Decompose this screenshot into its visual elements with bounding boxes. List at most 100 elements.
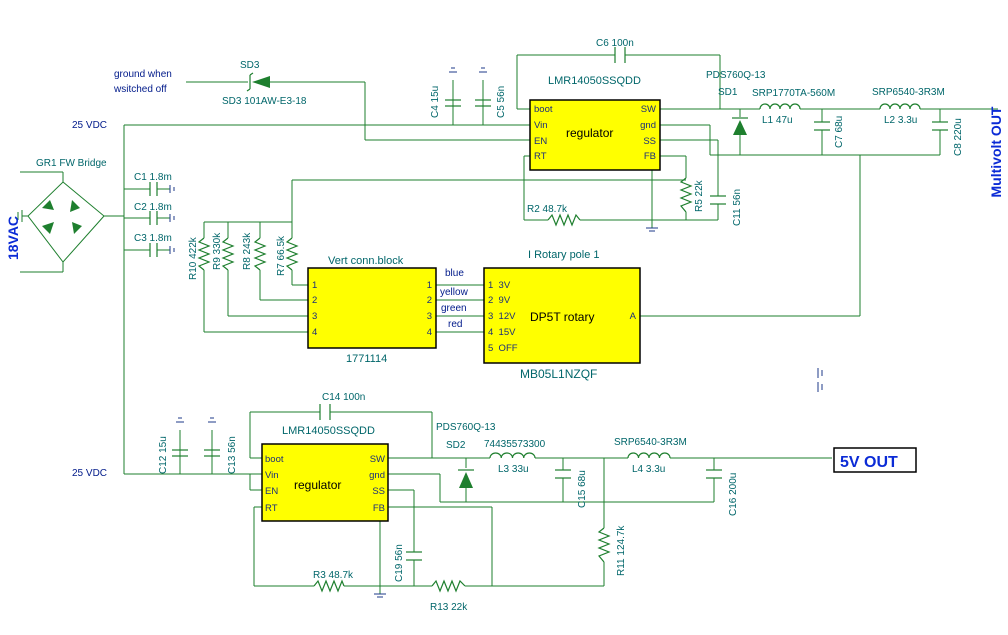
sd3-part-label: SD3 101AW-E3-18: [222, 96, 307, 107]
five-volt-out-label: 5V OUT: [840, 454, 898, 471]
l1-label: L1 47u: [762, 115, 793, 126]
reg-top-part-label: LMR14050SSQDD: [548, 75, 641, 87]
connector-part: 1771114: [346, 353, 387, 365]
c13-label: C13 56n: [227, 436, 238, 474]
wire-green-label: green: [441, 303, 467, 314]
sd3-ref-label: SD3: [240, 60, 260, 71]
reg-top-pin-rt: RT: [534, 151, 547, 162]
r13-label: R13 22k: [430, 602, 468, 613]
reg-top-pin-sw: SW: [641, 104, 656, 115]
reg-top-pin-gnd: gnd: [640, 120, 656, 131]
bridge-rectifier: [17, 181, 105, 263]
reg-bottom-pin-fb: FB: [373, 503, 385, 514]
c5-label: C5 56n: [496, 86, 507, 118]
multivolt-out-label: Multivolt OUT: [988, 106, 1004, 197]
reg-bottom-pin-en: EN: [265, 486, 278, 497]
rotary-pos-3: 3 12V: [488, 311, 516, 322]
ac-input-label: 18VAC: [5, 216, 21, 260]
rotary-switch: [483, 267, 641, 364]
sd1-part-label: PDS760Q-13: [706, 70, 766, 81]
resistor-symbols: [197, 177, 693, 593]
reg-bottom-pin-gnd: gnd: [369, 470, 385, 481]
rotary-pos-5: 5 OFF: [488, 343, 518, 354]
connector-left-pin-2: 2: [312, 295, 317, 306]
connector-right-pin-2: 2: [427, 295, 432, 306]
l2-part-label: SRP6540-3R3M: [872, 87, 945, 98]
r7-label: R7 66.5k: [276, 235, 287, 276]
reg-bottom-pin-ss: SS: [372, 486, 385, 497]
vdc-top-label: 25 VDC: [72, 120, 107, 131]
c11-label: C11 56n: [732, 189, 743, 226]
rotary-pos-4: 4 15V: [488, 327, 516, 338]
c7-label: C7 68u: [834, 116, 845, 148]
bridge-label: GR1 FW Bridge: [36, 158, 107, 169]
diode-symbols: [246, 72, 748, 488]
rotary-common-pin: A: [630, 311, 637, 322]
c2-label: C2 1.8m: [134, 202, 172, 213]
c3-label: C3 1.8m: [134, 233, 172, 244]
connector-left-pin-1: 1: [312, 280, 317, 291]
reg-bottom-pin-rt: RT: [265, 503, 278, 514]
c15-label: C15 68u: [577, 470, 588, 508]
r10-label: R10 422k: [188, 236, 199, 280]
connector-title: Vert conn.block: [328, 255, 404, 267]
connector-right-pin-4: 4: [427, 327, 432, 338]
c19-label: C19 56n: [394, 544, 405, 582]
c6-label: C6 100n: [596, 38, 634, 49]
reg-top-pin-boot: boot: [534, 104, 553, 115]
connector-left-pin-4: 4: [312, 327, 317, 338]
c1-label: C1 1.8m: [134, 172, 172, 183]
rotary-pos-2: 2 9V: [488, 295, 511, 306]
inductor-symbols: [489, 103, 921, 459]
wires: [20, 54, 998, 594]
rotary-name: DP5T rotary: [530, 310, 594, 324]
c14-label: C14 100n: [322, 392, 365, 403]
capacitor-symbols: [149, 47, 948, 561]
c8-label: C8 220u: [953, 118, 964, 156]
r3-label: R3 48.7k: [313, 570, 354, 581]
r8-label: R8 243k: [242, 232, 253, 270]
ground-note-line-2: wsitched off: [113, 84, 167, 95]
vert-connector-block: [307, 267, 437, 349]
wire-red-label: red: [448, 319, 462, 330]
ground-note-line-1: ground when: [114, 69, 172, 80]
l4-part-label: SRP6540-3R3M: [614, 437, 687, 448]
reg-bottom-pin-boot: boot: [265, 454, 284, 465]
reg-bottom-name: regulator: [294, 478, 341, 492]
reg-bottom-pin-vin: Vin: [265, 470, 279, 481]
l3-part-label: 74435573300: [484, 439, 546, 450]
r2-label: R2 48.7k: [527, 204, 568, 215]
ground-symbols: [169, 67, 823, 598]
r9-label: R9 330k: [212, 232, 223, 270]
sd2-part-label: PDS760Q-13: [436, 422, 496, 433]
l3-label: L3 33u: [498, 464, 529, 475]
reg-top-pin-ss: SS: [643, 136, 656, 147]
reg-top-name: regulator: [566, 126, 613, 140]
l1-part-label: SRP1770TA-560M: [752, 88, 835, 99]
regulator-bottom: [261, 443, 389, 522]
reg-top-pin-vin: Vin: [534, 120, 548, 131]
reg-top-pin-en: EN: [534, 136, 547, 147]
c12-label: C12 15u: [158, 436, 169, 474]
connector-right-pin-3: 3: [427, 311, 432, 322]
reg-top-pin-fb: FB: [644, 151, 656, 162]
c16-label: C16 200u: [728, 473, 739, 516]
rotary-title: I Rotary pole 1: [528, 249, 600, 261]
wire-blue-label: blue: [445, 268, 464, 279]
rotary-part: MB05L1NZQF: [520, 367, 597, 381]
l2-label: L2 3.3u: [884, 115, 917, 126]
sd2-label: SD2: [446, 440, 466, 451]
sd1-label: SD1: [718, 87, 738, 98]
vdc-bottom-label: 25 VDC: [72, 468, 107, 479]
r5-label: R5 22k: [694, 179, 705, 212]
five-volt-out-box: [833, 447, 917, 473]
wire-yellow-label: yellow: [440, 287, 469, 298]
reg-bottom-part-label: LMR14050SSQDD: [282, 425, 375, 437]
connector-left-pin-3: 3: [312, 311, 317, 322]
l4-label: L4 3.3u: [632, 464, 665, 475]
connector-right-pin-1: 1: [427, 280, 432, 291]
r11-label: R11 124.7k: [616, 525, 627, 576]
c4-label: C4 15u: [430, 86, 441, 118]
regulator-top: [529, 99, 661, 171]
